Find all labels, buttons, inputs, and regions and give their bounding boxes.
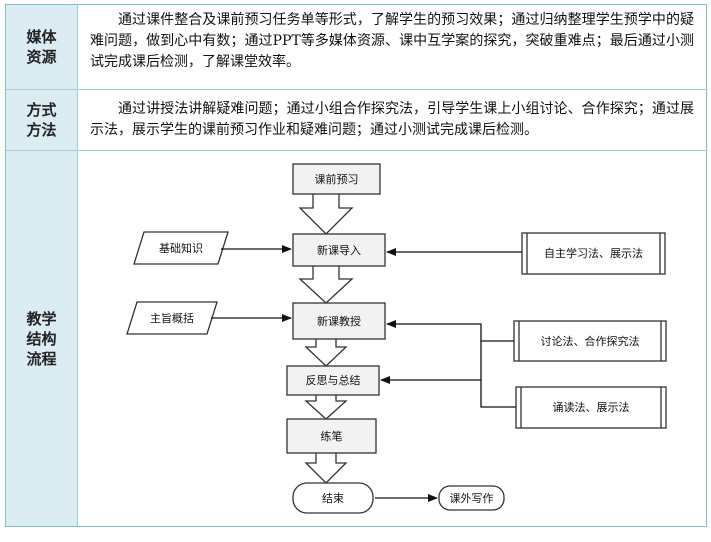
step-box-intro bbox=[292, 233, 386, 267]
input-label: 基础知识 bbox=[159, 241, 203, 255]
output-label: 课外写作 bbox=[450, 492, 494, 505]
method-label: 自主学习法、展示法 bbox=[544, 246, 643, 260]
method-box-discussion bbox=[513, 320, 667, 362]
step-box-preview bbox=[292, 163, 381, 195]
step-label: 新课导入 bbox=[317, 243, 361, 257]
row-header: 方式方法 bbox=[6, 90, 78, 150]
row-media-resources: 媒体资源 通过课件整合及课前预习任务单等形式，了解学生的预习效果；通过归纳整理学… bbox=[6, 5, 706, 90]
row-content: 通过课件整合及课前预习任务单等形式，了解学生的预习效果；通过归纳整理学生预学中的… bbox=[78, 5, 706, 89]
methods-text: 通过讲授法讲解疑难问题；通过小组合作探究法，引导学生课上小组讨论、合作探究；通过… bbox=[90, 101, 694, 138]
row-header-label: 媒体资源 bbox=[26, 28, 57, 66]
flow-arrow bbox=[298, 262, 354, 304]
input-label: 主旨概括 bbox=[150, 311, 194, 325]
connector-line bbox=[480, 380, 516, 408]
row-header: 媒体资源 bbox=[6, 5, 78, 89]
output-box bbox=[438, 485, 505, 511]
method-box-self-study bbox=[521, 232, 666, 275]
step-box-reflection bbox=[286, 365, 380, 396]
step-box-teaching bbox=[292, 302, 386, 340]
step-label: 练笔 bbox=[321, 429, 343, 443]
flow-arrow bbox=[304, 450, 348, 484]
step-label: 新课教授 bbox=[317, 314, 361, 328]
teaching-flowchart: 课前预习 新课导入 新课教授 反思与总结 练笔 结束 基础知识 主旨概括 自主学… bbox=[126, 163, 667, 514]
row-content: 课前预习 新课导入 新课教授 反思与总结 练笔 结束 基础知识 主旨概括 自主学… bbox=[78, 151, 706, 526]
row-teaching-flow: 教学结构流程 bbox=[6, 151, 706, 526]
row-header: 教学结构流程 bbox=[6, 151, 78, 526]
input-box-basic-knowledge bbox=[133, 231, 229, 265]
input-box-summary bbox=[126, 301, 218, 335]
lesson-plan-table: 媒体资源 通过课件整合及课前预习任务单等形式，了解学生的预习效果；通过归纳整理学… bbox=[5, 4, 707, 527]
method-label: 讨论法、合作探究法 bbox=[541, 334, 640, 348]
step-label: 反思与总结 bbox=[306, 373, 361, 387]
connector-line bbox=[380, 341, 482, 384]
flow-arrow bbox=[304, 336, 348, 367]
flow-arrow bbox=[304, 392, 348, 420]
step-box-end bbox=[292, 482, 374, 514]
media-resources-text: 通过课件整合及课前预习任务单等形式，了解学生的预习效果；通过归纳整理学生预学中的… bbox=[90, 12, 694, 70]
row-header-label: 方式方法 bbox=[26, 101, 57, 139]
row-header-label: 教学结构流程 bbox=[26, 309, 57, 368]
step-label: 结束 bbox=[322, 492, 344, 505]
connector-line bbox=[386, 320, 514, 342]
row-methods: 方式方法 通过讲授法讲解疑难问题；通过小组合作探究法，引导学生课上小组讨论、合作… bbox=[6, 90, 706, 151]
method-label: 诵读法、展示法 bbox=[553, 400, 630, 414]
step-label: 课前预习 bbox=[315, 172, 359, 186]
row-content: 通过讲授法讲解疑难问题；通过小组合作探究法，引导学生课上小组讨论、合作探究；通过… bbox=[78, 90, 706, 150]
flow-arrow bbox=[298, 190, 354, 235]
step-box-practice bbox=[286, 418, 377, 454]
